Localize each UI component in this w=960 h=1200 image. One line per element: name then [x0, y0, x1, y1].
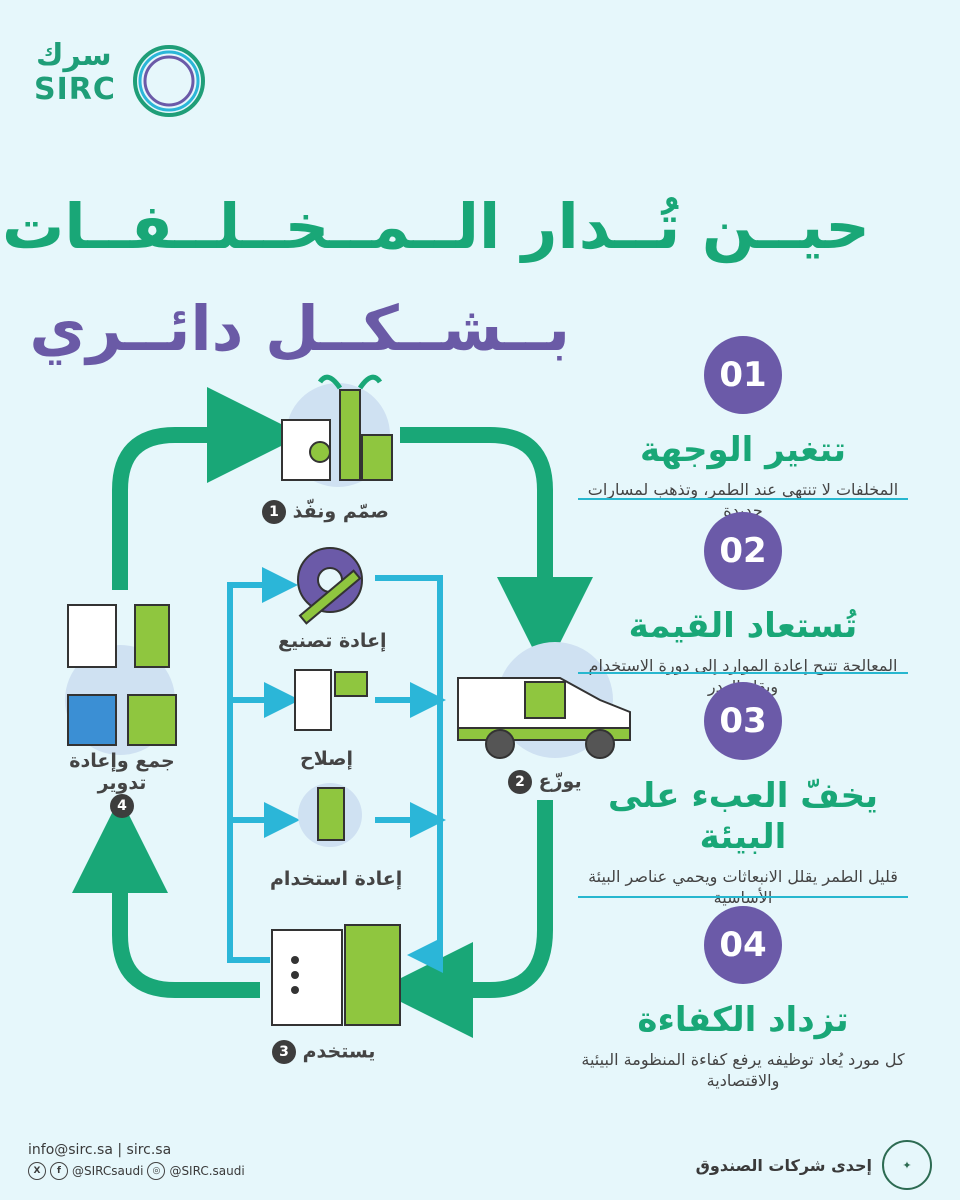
logo-rings-icon [133, 45, 205, 117]
gear-wrench-icon [297, 547, 363, 625]
affiliation-text: إحدى شركات الصندوق [695, 1155, 872, 1175]
cycle-step-1-label: صمّم ونفّذ 1 [262, 500, 389, 524]
arrow-design-to-distribute [400, 427, 593, 673]
cycle-step-2-label: يوزّع 2 [508, 770, 582, 794]
sirc-logo: سرك SIRC [28, 38, 218, 117]
benefit-04-desc: كل مورد يُعاد توظيفه يرفع كفاءة المنظومة… [581, 1049, 905, 1091]
delivery-van-icon [457, 642, 631, 759]
benefit-04: 04 تزداد الكفاءة كل مورد يُعاد توظيفه ير… [578, 906, 908, 1092]
circular-flow-diagram [65, 374, 631, 1038]
benefit-03-title: يخفّ العبء على البيئة [608, 776, 878, 857]
divider [578, 498, 908, 500]
divider [578, 896, 908, 898]
cycle-step-1-badge: 1 [262, 500, 286, 524]
benefit-02-title: تُستعاد القيمة [628, 606, 858, 646]
benefit-04-number: 04 [704, 906, 782, 984]
cycle-step-3-label: يستخدم 3 [272, 1040, 375, 1064]
benefit-01-title: تتغير الوجهة [639, 430, 846, 470]
reuse-hands-icon [298, 783, 362, 847]
x-icon[interactable]: X [28, 1162, 46, 1180]
repair-device-icon [294, 669, 368, 731]
benefit-02-number: 02 [704, 512, 782, 590]
inner-loop-reuse-label: إعادة استخدام [270, 868, 403, 890]
logo-english-text: SIRC [34, 72, 116, 107]
social-handle-instagram[interactable]: @SIRC.saudi [169, 1164, 245, 1178]
cycle-step-4-text: جمع وإعادة تدوير [69, 750, 175, 794]
page-title-line2: بــشــكــل دائــري [29, 292, 570, 365]
benefit-02: 02 تُستعاد القيمة المعالجة تتيح إعادة ال… [578, 512, 908, 698]
facebook-icon[interactable]: f [50, 1162, 68, 1180]
cycle-step-4-label: جمع وإعادة تدوير 4 [62, 750, 182, 818]
arrow-recycle-to-design [112, 387, 303, 590]
recycling-bins-icon [65, 604, 177, 755]
page-title-line1: حيــن تُــدار الــمــخــلــفــات [2, 190, 870, 263]
cycle-step-3-text: يستخدم [302, 1040, 376, 1063]
arrow-distribute-to-use [377, 800, 553, 1038]
footer-affiliation: ✦ إحدى شركات الصندوق [696, 1140, 932, 1190]
instagram-icon[interactable]: ◎ [147, 1162, 166, 1180]
product-use-icon [271, 924, 401, 1026]
logo-arabic-text: سرك [36, 38, 112, 73]
footer-contact[interactable]: info@sirc.sa | sirc.sa [28, 1142, 172, 1158]
factory-icon [281, 374, 393, 487]
cycle-step-4-badge: 4 [110, 794, 134, 818]
benefit-01: 01 تتغير الوجهة المخلفات لا تنتهي عند ال… [578, 336, 908, 522]
benefit-03-desc: قليل الطمر يقلل الانبعاثات ويحمي عناصر ا… [588, 866, 898, 908]
cycle-step-3-badge: 3 [272, 1040, 296, 1064]
benefit-03: 03 يخفّ العبء على البيئة قليل الطمر يقلل… [578, 682, 908, 909]
social-handle[interactable]: @SIRCsaudi [72, 1164, 144, 1178]
saudi-emblem-icon: ✦ [882, 1140, 932, 1190]
cycle-step-1-text: صمّم ونفّذ [292, 500, 389, 523]
arrow-use-to-recycle [72, 797, 260, 998]
cycle-step-2-badge: 2 [508, 770, 532, 794]
benefit-04-title: تزداد الكفاءة [637, 1000, 849, 1040]
divider [578, 672, 908, 674]
cycle-step-2-text: يوزّع [538, 770, 582, 793]
inner-loop-repair-label: إصلاح [300, 748, 353, 770]
inner-loop-remanufacture-label: إعادة تصنيع [278, 630, 387, 652]
benefit-03-number: 03 [704, 682, 782, 760]
footer-social: X f @SIRCsaudi ◎ @SIRC.saudi [28, 1162, 245, 1180]
inner-loop-remanufacture [227, 567, 298, 963]
benefit-01-number: 01 [704, 336, 782, 414]
